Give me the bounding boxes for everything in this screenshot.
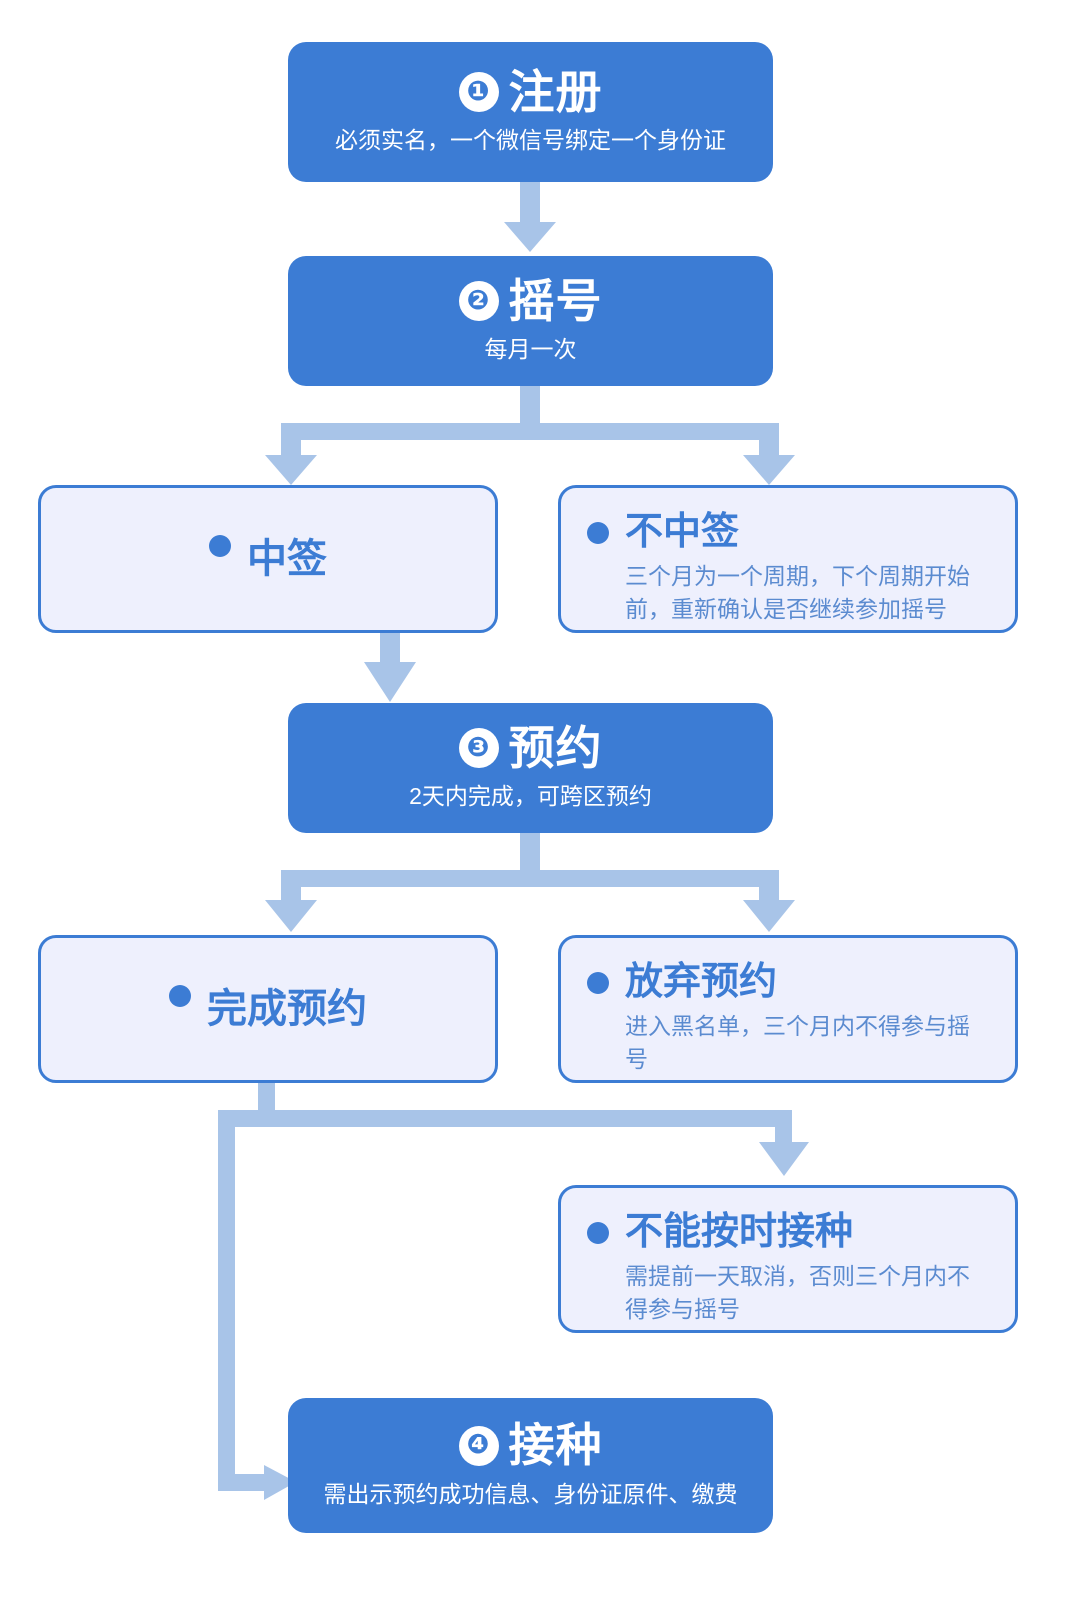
connector-done-split (218, 1083, 809, 1500)
node-appointment[interactable]: ❸ 预约 2天内完成，可跨区预约 (288, 703, 773, 833)
bullet-icon (587, 1222, 609, 1244)
step-number-badge: ❶ (458, 72, 499, 113)
bullet-icon (587, 522, 609, 544)
node-appointment-abandoned-head: 放弃预约 (587, 960, 989, 1006)
node-cannot-attend-head: 不能按时接种 (587, 1210, 989, 1256)
node-won-title: 中签 (247, 537, 327, 581)
node-not-won[interactable]: 不中签 三个月为一个周期，下个周期开始前，重新确认是否继续参加摇号 (558, 485, 1018, 633)
connector-register-to-lottery (504, 180, 556, 252)
node-not-won-head: 不中签 (587, 510, 989, 556)
node-lottery[interactable]: ❷ 摇号 每月一次 (288, 256, 773, 386)
connector-won-to-appointment (364, 632, 416, 702)
node-register-title-row: ❶ 注册 (458, 65, 603, 118)
node-vaccination-subtitle: 需出示预约成功信息、身份证原件、缴费 (323, 1480, 738, 1507)
step-number-badge: ❷ (458, 281, 499, 322)
node-cannot-attend-body: 需提前一天取消，否则三个月内不得参与摇号 (625, 1262, 970, 1322)
node-lottery-title: 摇号 (508, 274, 603, 327)
node-appointment-abandoned-title: 放弃预约 (625, 961, 778, 1003)
node-lottery-subtitle: 每月一次 (484, 336, 577, 363)
node-won-head: 中签 (209, 535, 327, 583)
node-vaccination-title-row: ❹ 接种 (458, 1419, 603, 1472)
connector-appointment-split (265, 832, 795, 932)
node-appointment-title-row: ❸ 预约 (458, 721, 603, 774)
node-vaccination-title: 接种 (508, 1419, 603, 1472)
step-number-badge: ❸ (458, 728, 499, 769)
bullet-icon (209, 535, 231, 557)
node-appointment-abandoned[interactable]: 放弃预约 进入黑名单，三个月内不得参与摇号 (558, 935, 1018, 1083)
node-appointment-done-head: 完成预约 (169, 985, 367, 1033)
node-cannot-attend-title: 不能按时接种 (625, 1211, 854, 1253)
node-lottery-title-row: ❷ 摇号 (458, 274, 603, 327)
node-appointment-abandoned-body: 进入黑名单，三个月内不得参与摇号 (625, 1012, 970, 1072)
connector-lottery-split (265, 385, 795, 485)
node-appointment-title: 预约 (508, 721, 603, 774)
node-appointment-done[interactable]: 完成预约 (38, 935, 498, 1083)
node-not-won-body: 三个月为一个周期，下个周期开始前，重新确认是否继续参加摇号 (625, 562, 970, 622)
node-register-title: 注册 (508, 65, 603, 118)
node-not-won-title: 不中签 (625, 511, 740, 553)
bullet-icon (169, 985, 191, 1007)
node-appointment-done-title: 完成预约 (207, 987, 367, 1031)
node-register[interactable]: ❶ 注册 必须实名，一个微信号绑定一个身份证 (288, 42, 773, 182)
bullet-icon (587, 972, 609, 994)
node-won[interactable]: 中签 (38, 485, 498, 633)
node-cannot-attend[interactable]: 不能按时接种 需提前一天取消，否则三个月内不得参与摇号 (558, 1185, 1018, 1333)
node-appointment-subtitle: 2天内完成，可跨区预约 (409, 783, 652, 810)
step-number-badge: ❹ (458, 1425, 499, 1466)
node-vaccination[interactable]: ❹ 接种 需出示预约成功信息、身份证原件、缴费 (288, 1398, 773, 1533)
node-register-subtitle: 必须实名，一个微信号绑定一个身份证 (335, 127, 726, 154)
